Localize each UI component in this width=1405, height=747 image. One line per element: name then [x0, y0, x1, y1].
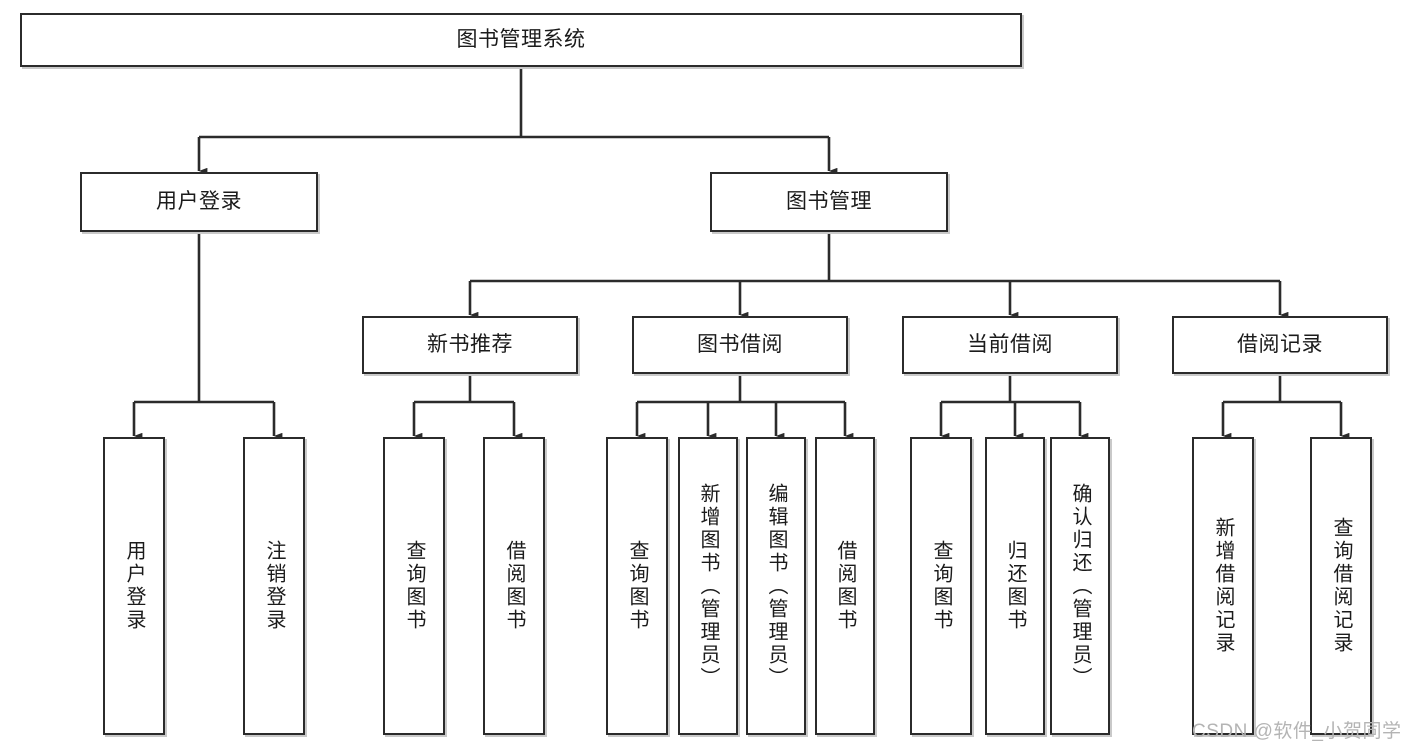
node-borrow-record[interactable]: 借阅记录 [1172, 316, 1388, 374]
node-leaf-add-book[interactable]: 新增图书（管理员） [678, 437, 738, 735]
node-label: 新增借阅记录 [1212, 517, 1234, 655]
node-new-book-rec[interactable]: 新书推荐 [362, 316, 578, 374]
node-leaf-query-book-2[interactable]: 查询图书 [606, 437, 668, 735]
node-label: 确认归还（管理员） [1069, 482, 1091, 690]
node-label: 当前借阅 [967, 333, 1053, 357]
node-label: 查询图书 [403, 540, 425, 632]
node-label: 归还图书 [1004, 540, 1026, 632]
node-root[interactable]: 图书管理系统 [20, 13, 1022, 67]
node-book-manage[interactable]: 图书管理 [710, 172, 948, 232]
node-leaf-query-book-3[interactable]: 查询图书 [910, 437, 972, 735]
node-book-borrow[interactable]: 图书借阅 [632, 316, 848, 374]
node-leaf-add-record[interactable]: 新增借阅记录 [1192, 437, 1254, 735]
node-leaf-confirm-return[interactable]: 确认归还（管理员） [1050, 437, 1110, 735]
node-leaf-user-login[interactable]: 用户登录 [103, 437, 165, 735]
node-current-borrow[interactable]: 当前借阅 [902, 316, 1118, 374]
node-leaf-logout[interactable]: 注销登录 [243, 437, 305, 735]
node-label: 编辑图书（管理员） [765, 482, 787, 690]
node-label: 查询借阅记录 [1330, 517, 1352, 655]
node-label: 新书推荐 [427, 333, 513, 357]
node-label: 查询图书 [930, 540, 952, 632]
node-label: 用户登录 [156, 190, 242, 214]
node-label: 新增图书（管理员） [697, 482, 719, 690]
node-leaf-return-book[interactable]: 归还图书 [985, 437, 1045, 735]
node-label: 借阅图书 [503, 540, 525, 632]
node-leaf-query-record[interactable]: 查询借阅记录 [1310, 437, 1372, 735]
node-label: 图书管理系统 [456, 28, 586, 52]
node-label: 图书管理 [786, 190, 872, 214]
node-label: 查询图书 [626, 540, 648, 632]
node-label: 借阅图书 [834, 540, 856, 632]
node-user-login[interactable]: 用户登录 [80, 172, 318, 232]
node-label: 用户登录 [123, 540, 145, 632]
node-leaf-query-book-1[interactable]: 查询图书 [383, 437, 445, 735]
node-label: 注销登录 [263, 540, 285, 632]
node-leaf-borrow-book-1[interactable]: 借阅图书 [483, 437, 545, 735]
csdn-watermark: CSDN @软件_小贺同学 [1192, 721, 1402, 742]
node-label: 图书借阅 [697, 333, 783, 357]
node-leaf-edit-book[interactable]: 编辑图书（管理员） [746, 437, 806, 735]
node-label: 借阅记录 [1237, 333, 1323, 357]
node-leaf-borrow-book-2[interactable]: 借阅图书 [815, 437, 875, 735]
